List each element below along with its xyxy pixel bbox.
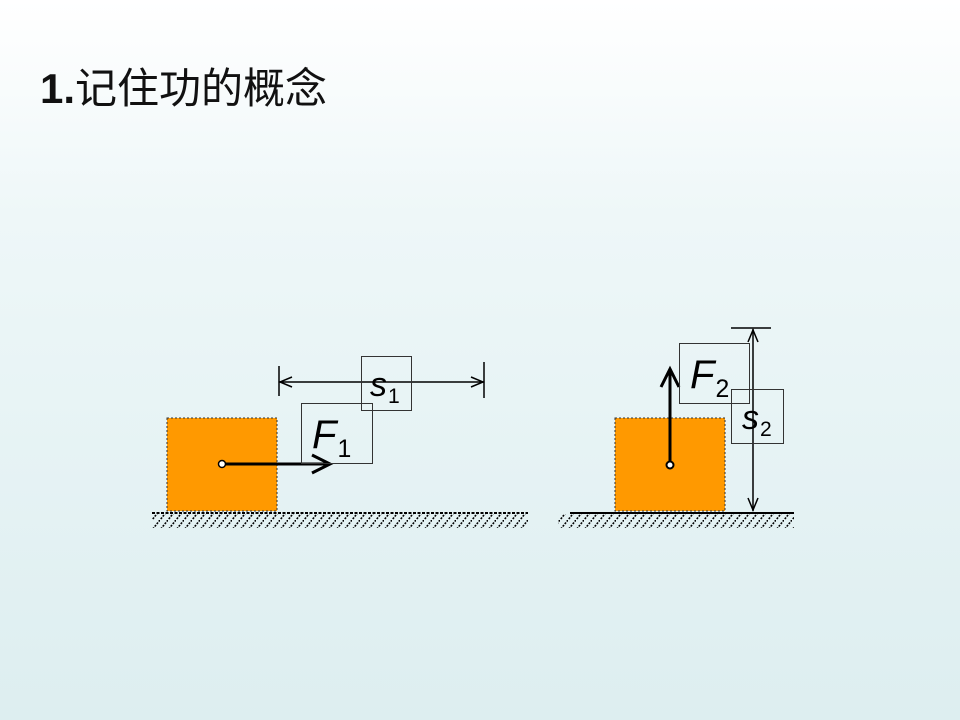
right-force-arrowhead	[659, 365, 681, 388]
f1-label: F1	[301, 403, 373, 464]
s1-subscript: 1	[388, 385, 400, 409]
s1-label: s1	[361, 356, 412, 411]
f2-label: F2	[679, 343, 750, 404]
left-force-origin	[217, 459, 227, 469]
right-force-origin	[665, 460, 675, 470]
s2-arrowhead-bottom	[747, 497, 759, 512]
right-scene	[558, 327, 794, 528]
left-force-arrowhead	[311, 453, 334, 475]
title-number: 1.	[40, 65, 76, 112]
f1-symbol: F	[312, 413, 337, 457]
f1-subscript: 1	[337, 435, 352, 463]
s1-symbol: s	[370, 366, 387, 404]
s2-symbol: s	[742, 399, 759, 437]
f2-symbol: F	[690, 353, 715, 397]
slide-title: 1.记住功的概念	[40, 68, 327, 110]
s2-subscript: 2	[760, 418, 772, 442]
left-ground-hatch	[152, 514, 528, 528]
s2-label: s2	[731, 389, 784, 444]
left-scene	[152, 362, 528, 528]
s2-arrowhead-top	[747, 328, 759, 343]
s1-arrowhead-left	[278, 376, 293, 388]
right-ground-hatch	[558, 514, 794, 528]
s1-arrowhead-right	[470, 376, 485, 388]
title-text: 记住功的概念	[75, 64, 328, 113]
f2-subscript: 2	[715, 375, 730, 403]
